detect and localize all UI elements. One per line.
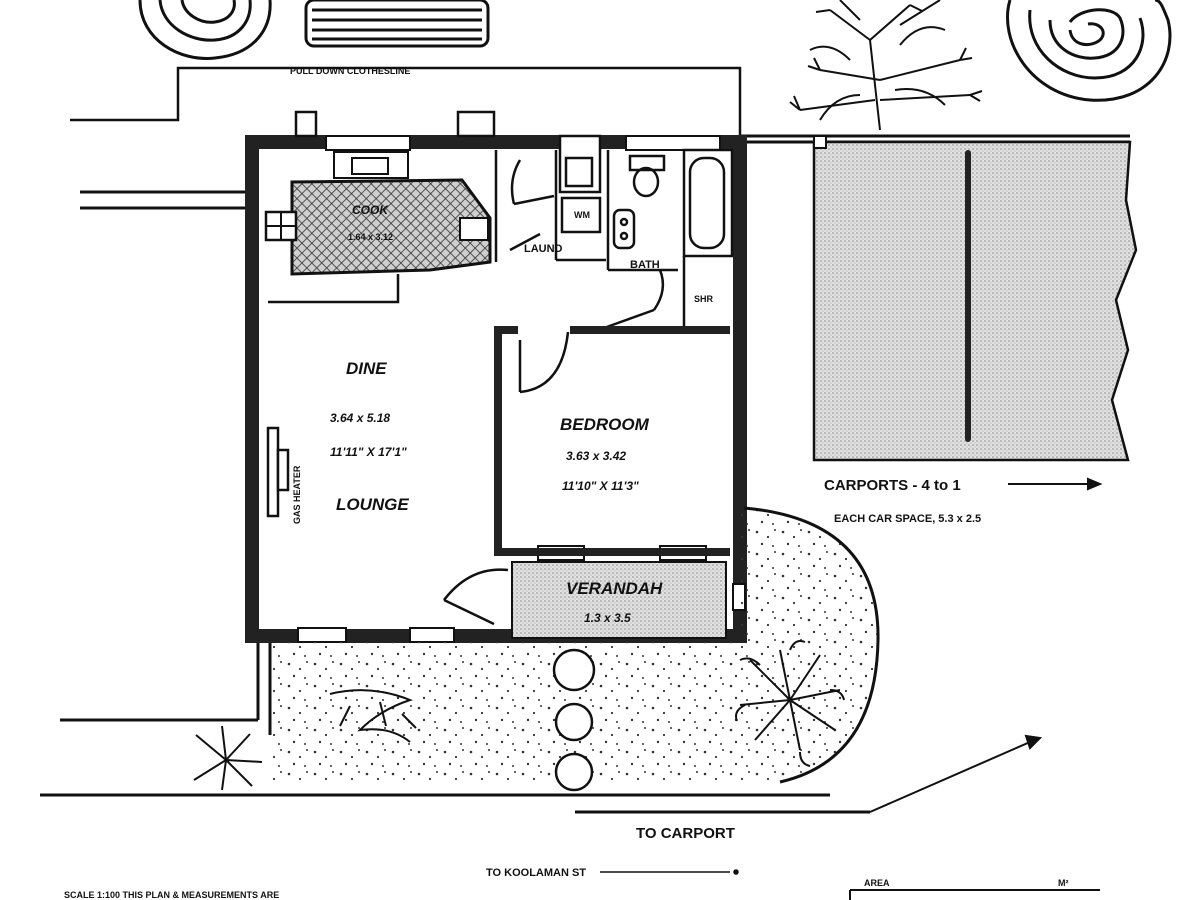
car-space-label: EACH CAR SPACE, 5.3 x 2.5 <box>834 513 981 525</box>
clothesline <box>70 66 742 138</box>
laundry <box>509 134 606 262</box>
to-carport-label: TO CARPORT <box>636 825 735 842</box>
area-col: AREA <box>864 878 890 888</box>
dine-dim-imperial: 11'11" X 17'1" <box>330 445 407 459</box>
clothesline-label: PULL DOWN CLOTHESLINE <box>290 66 410 76</box>
dine-label: DINE <box>346 359 387 378</box>
shr-label: SHR <box>694 294 714 304</box>
top-tree <box>789 0 983 131</box>
scale-note: SCALE 1:100 THIS PLAN & MEASUREMENTS ARE <box>64 890 279 900</box>
shrub-right <box>735 640 845 767</box>
bedroom-door <box>518 331 570 394</box>
front-door <box>443 568 509 626</box>
bedroom-walls <box>494 326 730 556</box>
cook-label: COOK <box>352 203 389 217</box>
to-street-arrow <box>600 869 739 875</box>
vent-left <box>294 110 318 138</box>
verandah-dim: 1.3 x 3.5 <box>584 611 631 625</box>
bedroom-dim-metric: 3.63 x 3.42 <box>566 449 626 463</box>
carport-arrow <box>1008 477 1103 491</box>
top-bench <box>304 0 490 48</box>
shrub-centre <box>329 689 417 743</box>
verandah-label: VERANDAH <box>566 579 663 598</box>
laundry-appliance-label: WM <box>574 210 590 220</box>
house-walls <box>245 135 747 643</box>
windows-top <box>325 135 721 151</box>
top-shrub-left <box>138 0 272 60</box>
bedroom-label: BEDROOM <box>560 415 650 434</box>
gas-heater <box>266 426 290 518</box>
bathroom <box>603 148 734 330</box>
to-street-label: TO KOOLAMAN ST <box>486 867 586 879</box>
cook-dim: 1.64 x 3.12 <box>348 232 393 242</box>
verandah-area <box>511 561 727 639</box>
bath-label: BATH <box>630 259 660 271</box>
dine-dim-metric: 3.64 x 5.18 <box>330 411 390 425</box>
top-shrub-right <box>1006 0 1172 102</box>
kitchen-bench <box>264 151 492 276</box>
gas-heater-label: GAS HEATER <box>292 465 302 524</box>
kitchen-partition <box>268 150 498 304</box>
bedroom-dim-imperial: 11'10" X 11'3" <box>562 479 639 493</box>
carport-slab <box>812 135 1138 462</box>
to-carport-arrow <box>869 734 1043 813</box>
carports-label: CARPORTS - 4 to 1 <box>824 477 961 494</box>
garden-bed <box>272 506 880 784</box>
laund-label: LAUND <box>524 243 563 255</box>
shrub-left <box>193 725 263 791</box>
lounge-label: LOUNGE <box>336 495 409 514</box>
m2-col: M² <box>1058 878 1069 888</box>
stepping-stones <box>552 648 596 792</box>
vent-right <box>456 110 496 138</box>
area-table <box>849 889 1100 900</box>
